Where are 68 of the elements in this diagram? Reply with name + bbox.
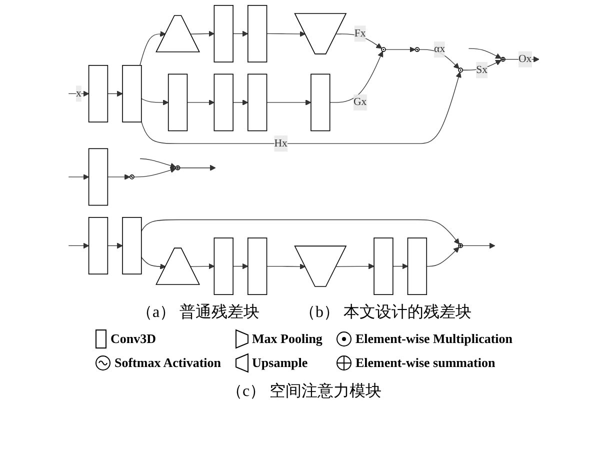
node-box (248, 4, 268, 62)
legend-label: Element-wise summation (355, 355, 496, 371)
node-box (248, 238, 268, 295)
arrow (187, 100, 215, 106)
arrow (232, 263, 248, 270)
node-trapezoid (156, 15, 200, 52)
node-trapezoid (156, 248, 200, 285)
legend-label: Conv3D (110, 331, 156, 347)
arrow (68, 90, 90, 97)
arrow (266, 264, 306, 270)
edge-label: αx (434, 43, 446, 55)
arrow (108, 174, 130, 180)
edge-label: Ox (518, 53, 532, 65)
arrow (180, 164, 216, 171)
arrow (392, 263, 408, 270)
arrow (140, 30, 166, 66)
node-box (88, 64, 108, 122)
arrow (385, 46, 416, 53)
arrow (336, 263, 374, 270)
arrow (141, 256, 166, 270)
arrow (232, 30, 248, 37)
node-box (122, 217, 142, 274)
edge-label: x (76, 88, 82, 100)
node-box (214, 4, 234, 62)
edge-label: Gx (354, 96, 367, 108)
node-box (122, 64, 142, 122)
arrow (330, 51, 384, 103)
network-diagram: x Fx Gx αx Hx Sx Ox (47, 0, 561, 300)
node-box (248, 74, 268, 132)
panel-caption: （b） 本文设计的残差块 (300, 302, 472, 323)
arrow (141, 219, 460, 244)
arrow (108, 242, 123, 249)
arrow (140, 158, 176, 168)
arrow (232, 100, 248, 106)
arrow (468, 48, 502, 59)
figure-caption: （c） 空间注意力模块 (226, 382, 382, 402)
arrow (426, 246, 460, 267)
arrow (134, 167, 176, 178)
node-trapezoid (294, 13, 347, 54)
node-box (168, 74, 188, 132)
legend-label: Element-wise Multiplication (355, 331, 513, 347)
arrow (462, 242, 496, 249)
arrow (141, 72, 462, 144)
arrow (266, 31, 306, 37)
edge-label: Sx (476, 64, 488, 76)
edge-label: Hx (274, 138, 288, 149)
node-box (310, 74, 330, 132)
node-box (214, 238, 234, 295)
legend-label: Softmax Activation (114, 355, 222, 371)
node-box (374, 238, 394, 295)
arrow (108, 90, 123, 97)
arrow (266, 100, 312, 106)
arrow (190, 263, 215, 270)
arrow (419, 49, 460, 69)
node-trapezoid (294, 246, 347, 287)
node-box (408, 238, 428, 295)
legend-label: Max Pooling (252, 331, 322, 347)
node-box (88, 217, 108, 274)
arrow (68, 242, 90, 249)
panel-caption: （a） 普通残差块 (136, 302, 260, 323)
arrow (336, 34, 382, 49)
arrow (141, 98, 169, 106)
arrow (68, 174, 90, 180)
edge-label: Fx (354, 28, 366, 40)
node-box (88, 148, 108, 206)
node-box (214, 74, 234, 132)
legend-label: Upsample (252, 355, 308, 371)
arrow (190, 30, 215, 37)
